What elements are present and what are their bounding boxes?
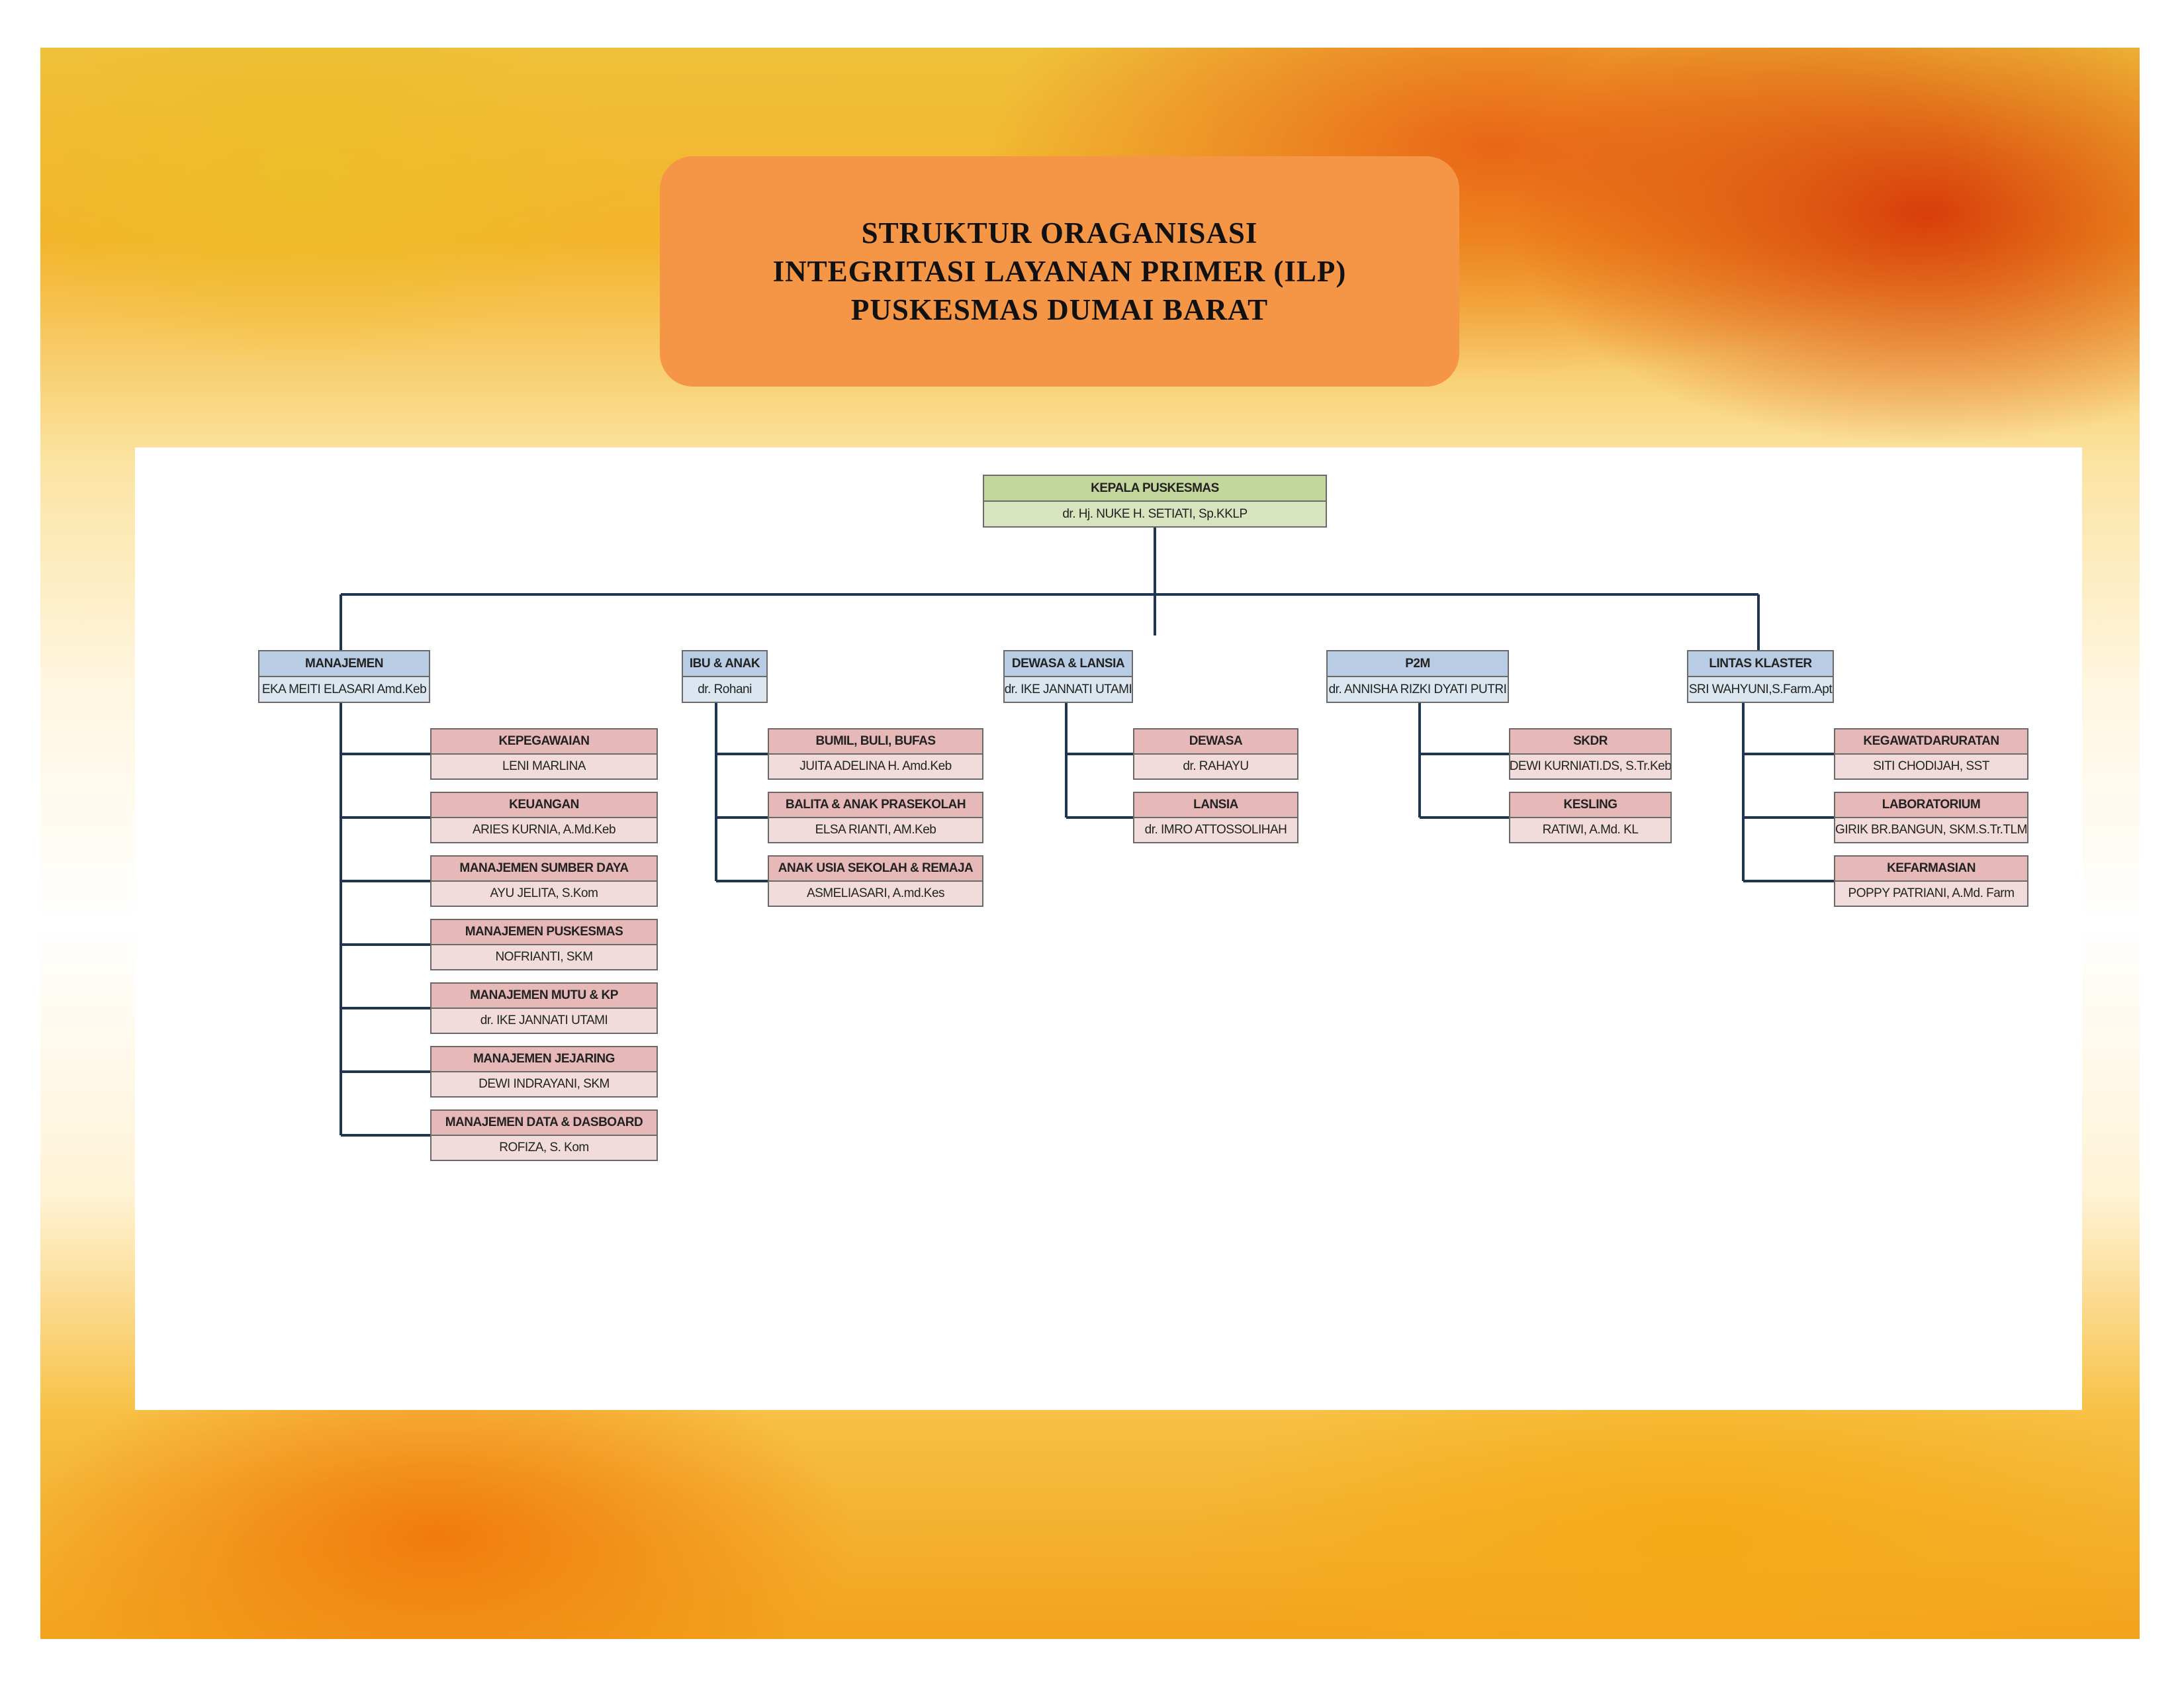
node-unit-0-6-person: ROFIZA, S. Kom [432, 1136, 657, 1160]
node-cluster-3-title: P2M [1328, 651, 1508, 677]
node-unit-0-5-person: DEWI INDRAYANI, SKM [432, 1072, 657, 1096]
node-unit-0-6-title: MANAJEMEN DATA & DASBOARD [432, 1111, 657, 1136]
org-chart-connectors [340, 528, 1834, 1137]
node-unit-1-2-title: ANAK USIA SEKOLAH & REMAJA [769, 857, 982, 882]
node-unit-4-1-title: LABORATORIUM [1835, 793, 2027, 818]
node-cluster-4-title: LINTAS KLASTER [1688, 651, 1833, 677]
node-unit-0-2-person: AYU JELITA, S.Kom [432, 882, 657, 906]
node-cluster-4-person: SRI WAHYUNI,S.Farm.Apt [1688, 677, 1833, 702]
node-unit-3-1-person: RATIWI, A.Md. KL [1510, 818, 1670, 842]
node-unit-4-0-title: KEGAWATDARURATAN [1835, 729, 2027, 755]
title-box: STRUKTUR ORAGANISASI INTEGRITASI LAYANAN… [660, 156, 1459, 387]
node-unit-1-0-title: BUMIL, BULI, BUFAS [769, 729, 982, 755]
node-unit-2-0-person: dr. RAHAYU [1134, 755, 1297, 778]
node-cluster-0-title: MANAJEMEN [259, 651, 429, 677]
node-cluster-3-person: dr. ANNISHA RIZKI DYATI PUTRI [1328, 677, 1508, 702]
node-unit-0-1-person: ARIES KURNIA, A.Md.Keb [432, 818, 657, 842]
node-unit-0-2-title: MANAJEMEN SUMBER DAYA [432, 857, 657, 882]
node-unit-4-2-person: POPPY PATRIANI, A.Md. Farm [1835, 882, 2027, 906]
title-line-3: PUSKESMAS DUMAI BARAT [850, 293, 1269, 326]
node-unit-3-0-title: SKDR [1510, 729, 1670, 755]
node-unit-2-1-person: dr. IMRO ATTOSSOLIHAH [1134, 818, 1297, 842]
node-unit-0-4-person: dr. IKE JANNATI UTAMI [432, 1009, 657, 1033]
node-cluster-1-person: dr. Rohani [683, 677, 766, 702]
node-unit-1-1-person: ELSA RIANTI, AM.Keb [769, 818, 982, 842]
node-unit-0-4-title: MANAJEMEN MUTU & KP [432, 984, 657, 1009]
node-unit-0-5-title: MANAJEMEN JEJARING [432, 1047, 657, 1072]
node-unit-2-0-title: DEWASA [1134, 729, 1297, 755]
node-cluster-1-title: IBU & ANAK [683, 651, 766, 677]
node-unit-1-1-title: BALITA & ANAK PRASEKOLAH [769, 793, 982, 818]
node-unit-2-1-title: LANSIA [1134, 793, 1297, 818]
node-cluster-0-person: EKA MEITI ELASARI Amd.Keb [259, 677, 429, 702]
title-line-2: INTEGRITASI LAYANAN PRIMER (ILP) [772, 255, 1347, 288]
node-unit-3-1-title: KESLING [1510, 793, 1670, 818]
node-kepala-puskesmas-title: KEPALA PUSKESMAS [984, 476, 1326, 502]
node-unit-0-1-title: KEUANGAN [432, 793, 657, 818]
title-line-1: STRUKTUR ORAGANISASI [861, 216, 1258, 250]
node-cluster-2-person: dr. IKE JANNATI UTAMI [1005, 677, 1132, 702]
node-unit-3-0-person: DEWI KURNIATI.DS, S.Tr.Keb [1510, 755, 1670, 778]
node-unit-4-2-title: KEFARMASIAN [1835, 857, 2027, 882]
node-unit-0-3-title: MANAJEMEN PUSKESMAS [432, 920, 657, 945]
node-unit-0-0-person: LENI MARLINA [432, 755, 657, 778]
node-cluster-2-title: DEWASA & LANSIA [1005, 651, 1132, 677]
node-unit-1-2-person: ASMELIASARI, A.md.Kes [769, 882, 982, 906]
node-unit-0-0-title: KEPEGAWAIAN [432, 729, 657, 755]
node-unit-4-0-person: SITI CHODIJAH, SST [1835, 755, 2027, 778]
node-unit-4-1-person: GIRIK BR.BANGUN, SKM.S.Tr.TLM [1835, 818, 2027, 842]
node-unit-1-0-person: JUITA ADELINA H. Amd.Keb [769, 755, 982, 778]
node-kepala-puskesmas-person: dr. Hj. NUKE H. SETIATI, Sp.KKLP [984, 502, 1326, 526]
node-unit-0-3-person: NOFRIANTI, SKM [432, 945, 657, 969]
slide-background: STRUKTUR ORAGANISASI INTEGRITASI LAYANAN… [40, 48, 2140, 1639]
